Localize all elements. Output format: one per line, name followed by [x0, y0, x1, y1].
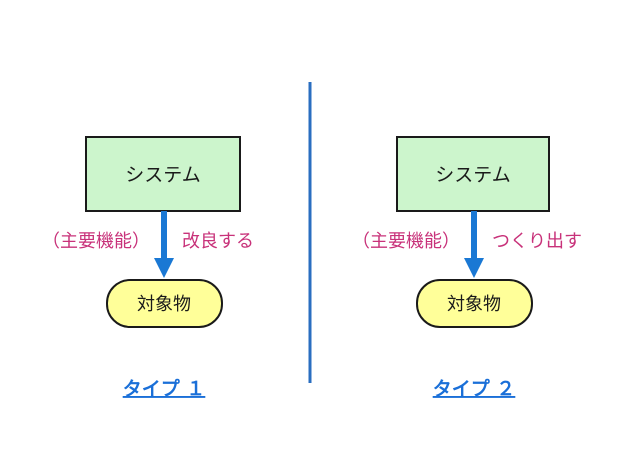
type2-action-label: つくり出す	[492, 231, 582, 252]
type1-arrow-head	[154, 258, 174, 278]
type2-function-label: （主要機能）	[352, 231, 460, 252]
type1-system-label: システム	[125, 164, 200, 186]
type2-system-label: システム	[435, 164, 510, 186]
type2-arrow-head	[464, 258, 484, 278]
type2-link[interactable]: タイプ ２	[433, 377, 516, 400]
type1-link[interactable]: タイプ １	[123, 377, 206, 400]
type1-object-box	[106, 279, 223, 328]
type1-object-label: 対象物	[137, 294, 191, 315]
type1-action-label: 改良する	[182, 231, 254, 252]
type2-diagram: システム （主要機能） つくり出す 対象物 タイプ ２	[352, 136, 582, 400]
type1-function-label: （主要機能）	[42, 231, 150, 252]
type1-diagram: システム （主要機能） 改良する 対象物 タイプ １	[42, 136, 254, 400]
type2-object-box	[416, 279, 533, 328]
type2-object-label: 対象物	[447, 294, 501, 315]
